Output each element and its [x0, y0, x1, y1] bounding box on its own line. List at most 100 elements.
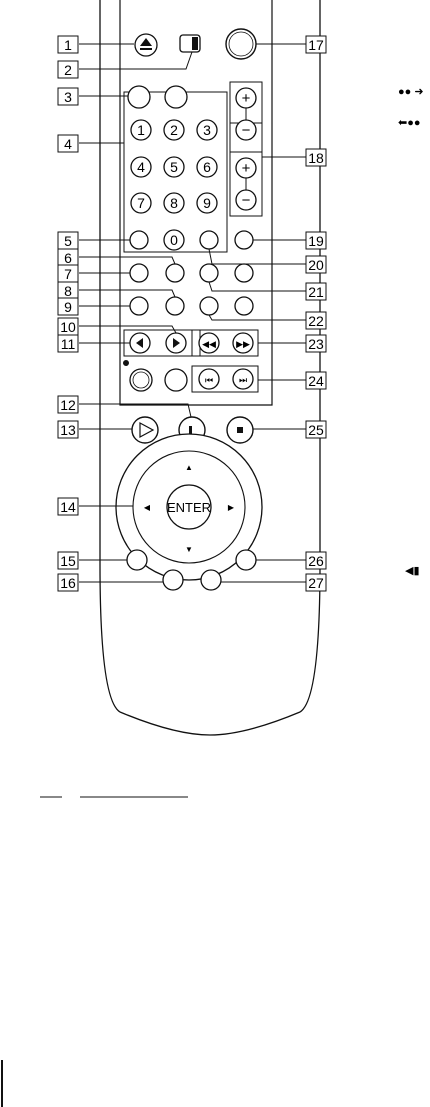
num-3-button[interactable] — [196, 119, 218, 141]
num-6-button[interactable] — [196, 156, 218, 178]
skip-back-icon: ⏮ — [205, 375, 213, 385]
num-7-button[interactable] — [130, 192, 152, 214]
svg-text:11: 11 — [61, 336, 76, 352]
mode-switch-knob — [192, 37, 198, 50]
num-4-button[interactable] — [130, 156, 152, 178]
svg-text:15: 15 — [60, 553, 76, 569]
button-27[interactable] — [200, 569, 222, 591]
callout-2: 2 — [57, 51, 193, 79]
svg-text:14: 14 — [60, 499, 76, 515]
callout-15: 15 — [57, 551, 127, 570]
numpad: 1 2 3 4 5 6 7 8 9 0 — [130, 119, 218, 251]
button-16[interactable] — [162, 569, 184, 591]
num-8-label: 8 — [170, 195, 178, 211]
button-5[interactable] — [129, 230, 149, 250]
volume-up-label: + — [242, 90, 251, 107]
button-3b[interactable] — [164, 85, 188, 109]
eject-icon-bar — [140, 48, 152, 50]
button-row4-4[interactable] — [234, 296, 254, 316]
play-icon — [139, 421, 155, 439]
callout-9: 9 — [57, 297, 130, 316]
svg-text:26: 26 — [308, 553, 324, 569]
remote-body — [99, 0, 321, 736]
record-button-inner — [132, 371, 150, 389]
svg-text:20: 20 — [308, 257, 324, 273]
power-button-inner — [228, 31, 254, 57]
callout-11: 11 — [57, 334, 130, 353]
button-7[interactable] — [129, 263, 149, 283]
callout-6: 6 — [57, 248, 176, 267]
skip-back-button[interactable] — [198, 368, 220, 390]
callout-4: 4 — [57, 134, 124, 153]
scan-forward-icon: ▶▶ — [236, 339, 250, 349]
num-8-button[interactable] — [163, 192, 185, 214]
callout-18: 18 — [262, 148, 327, 167]
callout-24: 24 — [258, 371, 327, 390]
callout-10: 10 — [57, 317, 177, 336]
callout-21: 21 — [208, 281, 327, 301]
num-0-button[interactable] — [163, 229, 185, 251]
num-4-label: 4 — [137, 159, 145, 175]
scan-back-button[interactable] — [198, 332, 220, 354]
dots-right-arrow-symbol: ●● ➜ — [398, 86, 424, 98]
dpad-up-icon[interactable]: ▲ — [185, 463, 193, 472]
skip-forward-button[interactable] — [232, 368, 254, 390]
button-22[interactable] — [199, 296, 219, 316]
callout-23: 23 — [258, 334, 327, 353]
volume-down-button[interactable] — [235, 119, 257, 141]
num-2-button[interactable] — [163, 119, 185, 141]
enter-button[interactable] — [166, 484, 212, 530]
svg-text:12: 12 — [60, 397, 76, 413]
power-button[interactable] — [225, 28, 257, 60]
button-26[interactable] — [235, 549, 257, 571]
volume-frame — [229, 81, 263, 153]
dpad-down-icon[interactable]: ▼ — [185, 545, 193, 554]
skip-forward-icon: ⏭ — [239, 375, 247, 385]
svg-text:13: 13 — [60, 422, 76, 438]
num-5-label: 5 — [170, 159, 178, 175]
callout-20: 20 — [208, 248, 327, 274]
callouts: 1 2 3 4 5 6 7 — [57, 35, 327, 592]
num-2-label: 2 — [170, 122, 178, 138]
dpad-right-icon[interactable]: ▶ — [228, 503, 235, 512]
num-5-button[interactable] — [163, 156, 185, 178]
button-6[interactable] — [165, 263, 185, 283]
button-20[interactable] — [199, 230, 219, 250]
volume-down-label: − — [242, 122, 251, 139]
step-forward-icon — [173, 338, 180, 348]
button-21[interactable] — [199, 263, 219, 283]
callout-25: 25 — [253, 420, 327, 439]
svg-text:18: 18 — [308, 150, 324, 166]
num-1-button[interactable] — [130, 119, 152, 141]
callout-26: 26 — [256, 551, 327, 570]
callout-7: 7 — [57, 264, 130, 283]
svg-text:4: 4 — [64, 136, 72, 152]
svg-text:27: 27 — [308, 575, 324, 591]
svg-text:24: 24 — [308, 373, 324, 389]
num-9-label: 9 — [203, 195, 211, 211]
svg-text:1: 1 — [64, 37, 72, 53]
button-24-left[interactable] — [164, 368, 188, 392]
scan-forward-button[interactable] — [232, 332, 254, 354]
button-row3-4[interactable] — [234, 263, 254, 283]
button-9[interactable] — [129, 296, 149, 316]
stop-icon — [237, 427, 243, 433]
svg-text:8: 8 — [64, 283, 72, 299]
callout-22: 22 — [208, 311, 327, 330]
callout-1: 1 — [57, 35, 134, 54]
num-0-label: 0 — [170, 232, 178, 248]
button-19[interactable] — [234, 230, 254, 250]
channel-down-button[interactable] — [235, 189, 257, 211]
eject-icon — [140, 38, 152, 46]
rewind-bar-symbol: ◀▮ — [405, 565, 420, 577]
num-6-label: 6 — [203, 159, 211, 175]
callout-3: 3 — [57, 87, 128, 106]
num-9-button[interactable] — [196, 192, 218, 214]
callout-19: 19 — [253, 231, 327, 250]
channel-up-label: + — [242, 160, 251, 177]
button-8[interactable] — [165, 296, 185, 316]
dpad-left-icon[interactable]: ◀ — [144, 503, 151, 512]
left-arrow-dots-symbol: ⬅●● — [398, 117, 421, 129]
button-3[interactable] — [127, 85, 151, 109]
button-15[interactable] — [126, 549, 148, 571]
